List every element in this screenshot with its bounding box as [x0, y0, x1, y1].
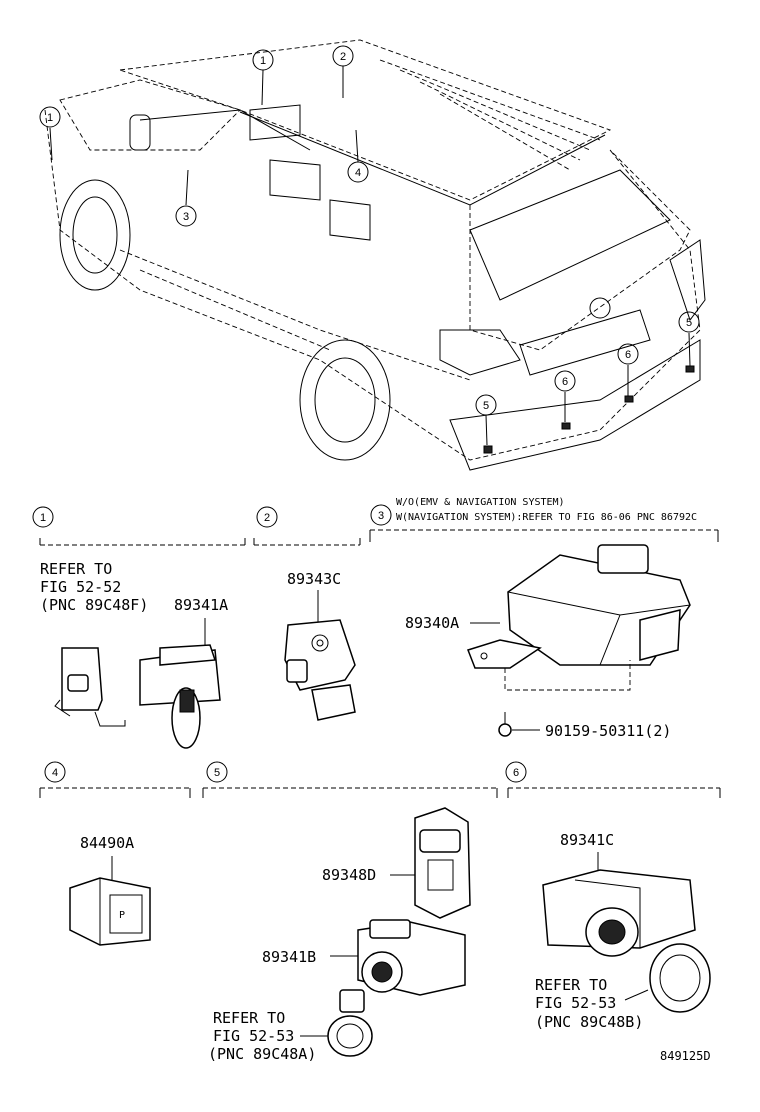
s5-refer-2: FIG 52-53 — [213, 1027, 294, 1045]
part-89348D-label: 89348D — [322, 866, 376, 884]
retainer-89348D-part — [414, 807, 471, 919]
section-4: 84490A P — [69, 834, 151, 946]
section-5-header: 5 — [202, 761, 498, 798]
vehicle-illustration — [44, 39, 706, 471]
part-89343C-label: 89343C — [287, 570, 341, 588]
drawing-number: 849125D — [660, 1049, 711, 1063]
section-3-header: 3 W/O(EMV & NAVIGATION SYSTEM) W(NAVIGAT… — [369, 497, 719, 542]
svg-text:1: 1 — [47, 112, 53, 124]
sensor-89341B-part — [357, 919, 466, 996]
svg-text:5: 5 — [214, 767, 220, 779]
s6-refer-2: FIG 52-53 — [535, 994, 616, 1012]
s1-refer-3: (PNC 89C48F) — [40, 596, 148, 614]
section-4-header: 4 — [39, 761, 191, 798]
callout-4: 4 — [347, 161, 369, 183]
svg-text:6: 6 — [513, 767, 519, 779]
callout-1-front: 1 — [39, 106, 61, 128]
s5-refer-3: (PNC 89C48A) — [208, 1045, 316, 1063]
s6-refer-3: (PNC 89C48B) — [535, 1013, 643, 1031]
bezel-89C48B-part — [649, 943, 711, 1013]
s5-refer-1: REFER TO — [213, 1009, 285, 1027]
svg-text:4: 4 — [355, 167, 361, 179]
svg-text:2: 2 — [340, 51, 346, 63]
part-89340A-label: 89340A — [405, 614, 459, 632]
callout-5-left: 5 — [475, 394, 497, 416]
sensor-89341C-part — [542, 869, 696, 957]
s6-refer-1: REFER TO — [535, 976, 607, 994]
svg-text:4: 4 — [52, 767, 58, 779]
svg-text:P: P — [119, 910, 125, 921]
svg-text:6: 6 — [625, 349, 631, 361]
section-5: 89348D 89341B REFER TO FIG 52-53 (PNC 89… — [208, 807, 471, 1063]
svg-text:3: 3 — [378, 510, 384, 522]
section-3-note-1: W/O(EMV & NAVIGATION SYSTEM) — [396, 497, 565, 508]
svg-text:3: 3 — [183, 211, 189, 223]
part-84490A-label: 84490A — [80, 834, 134, 852]
section-3-note-2: W(NAVIGATION SYSTEM):REFER TO FIG 86-06 … — [396, 512, 697, 523]
callout-2: 2 — [332, 45, 354, 67]
sensor-89343C-part — [284, 619, 356, 721]
section-3: 89340A 90159-50311(2) — [405, 544, 691, 740]
callout-3: 3 — [175, 205, 197, 227]
part-90159-50311-label: 90159-50311(2) — [545, 722, 671, 740]
part-89341A-label: 89341A — [174, 596, 228, 614]
ecu-89340A-part — [467, 544, 691, 669]
part-89341B-label: 89341B — [262, 948, 316, 966]
section-2: 89343C — [284, 570, 356, 721]
svg-text:1: 1 — [40, 512, 46, 524]
section-1-header: 1 — [32, 506, 246, 546]
callout-6-left: 6 — [554, 370, 576, 392]
switch-84490A-part: P — [69, 877, 151, 946]
svg-text:5: 5 — [483, 400, 489, 412]
svg-text:5: 5 — [686, 317, 692, 329]
vehicle-callouts: 1 1 2 3 4 5 5 6 6 — [39, 45, 700, 416]
bezel-89C48A-part — [327, 989, 373, 1057]
svg-text:2: 2 — [264, 512, 270, 524]
sensor-bracket-part — [54, 647, 126, 727]
bolt-90159-part — [498, 712, 512, 737]
callout-1-dash: 1 — [252, 49, 274, 71]
callout-5-right: 5 — [678, 311, 700, 333]
section-6: 89341C REFER TO FIG 52-53 (PNC 89C48B) — [535, 831, 711, 1031]
section-2-header: 2 — [253, 506, 361, 546]
section-1: REFER TO FIG 52-52 (PNC 89C48F) 89341A — [40, 560, 228, 749]
s1-refer-1: REFER TO — [40, 560, 112, 578]
sensor-89341A-part — [139, 644, 221, 749]
svg-text:6: 6 — [562, 376, 568, 388]
callout-6-right: 6 — [617, 343, 639, 365]
part-89341C-label: 89341C — [560, 831, 614, 849]
svg-text:1: 1 — [260, 55, 266, 67]
s1-refer-2: FIG 52-52 — [40, 578, 121, 596]
section-6-header: 6 — [505, 761, 721, 798]
